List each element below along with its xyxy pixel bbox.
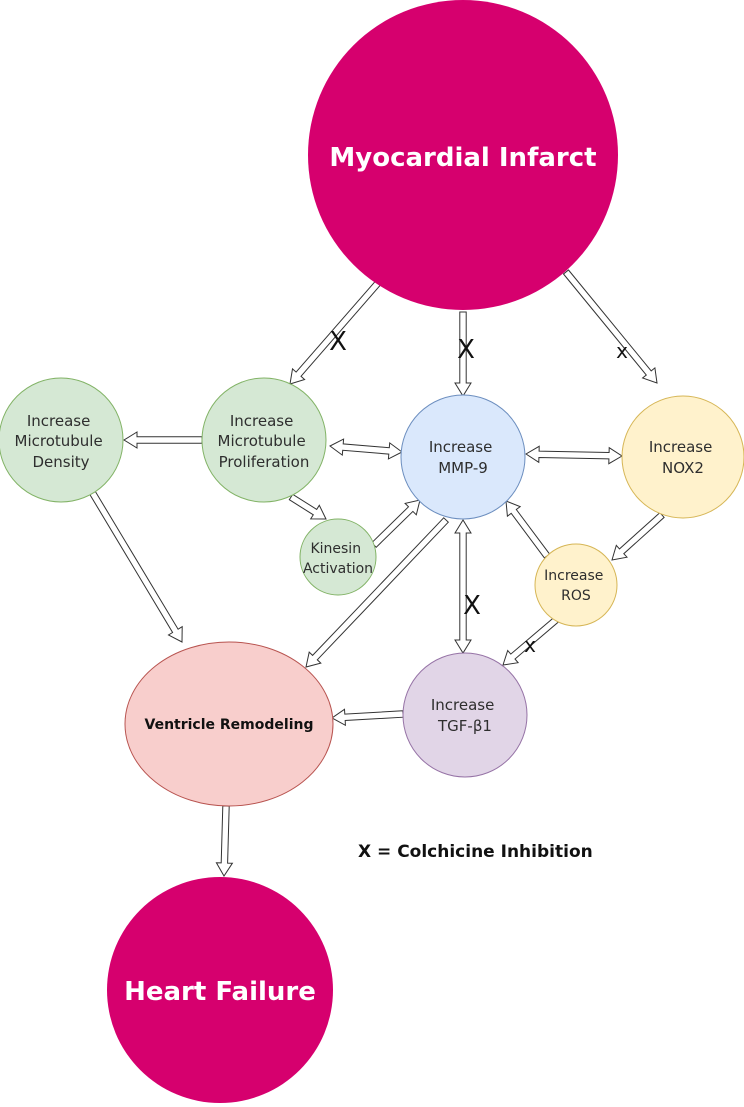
legend-colchicine-inhibition: X = Colchicine Inhibition bbox=[358, 842, 593, 862]
mmp9-line-1: Increase bbox=[429, 438, 492, 456]
tgf-line-2: TGF-β1 bbox=[437, 717, 492, 735]
arrow-density-to-remodeling bbox=[88, 489, 183, 643]
svg-text:Increase TGF-β1: Increase TGF-β1 bbox=[431, 696, 499, 735]
mt-density-line-3: Density bbox=[32, 453, 89, 471]
node-nox2: Increase NOX2 bbox=[621, 395, 744, 519]
arrow-layer bbox=[88, 269, 665, 877]
node-mmp9: Increase MMP-9 bbox=[400, 394, 526, 520]
arrow-tgf-to-remodeling bbox=[331, 708, 404, 727]
mt-prolif-line-2: Microtubule bbox=[218, 432, 306, 450]
svg-text:Increase MMP-9: Increase MMP-9 bbox=[429, 438, 497, 477]
inhibition-mark-ros-tgf: x bbox=[524, 633, 536, 657]
inhibition-mark-mmp9-tgf: X bbox=[463, 591, 481, 621]
node-myocardial-infarct: Myocardial Infarct bbox=[308, 0, 618, 310]
arrow-mmp9-nox2 bbox=[525, 445, 623, 465]
arrow-proliferation-mmp9 bbox=[329, 438, 403, 460]
ros-line-2: ROS bbox=[561, 588, 591, 604]
svg-text:Increase Microtubule: Increase Microtubule Proliferation bbox=[218, 412, 311, 471]
arrow-mi-to-nox2 bbox=[562, 269, 658, 384]
node-kinesin-activation: Kinesin Activation bbox=[299, 518, 377, 596]
arrow-nox2-to-ros bbox=[611, 511, 665, 561]
arrow-mmp9-tgf bbox=[454, 519, 472, 654]
inhibition-mark-mi-nox2: x bbox=[616, 339, 628, 363]
ventricle-remodeling-label: Ventricle Remodeling bbox=[145, 717, 314, 733]
mt-prolif-line-1: Increase bbox=[230, 412, 293, 430]
arrow-mi-to-mmp9 bbox=[454, 311, 472, 397]
mt-density-line-1: Increase bbox=[27, 412, 90, 430]
arrow-mi-to-proliferation bbox=[289, 280, 382, 385]
mmp9-line-2: MMP-9 bbox=[438, 459, 488, 477]
svg-text:Increase Microtubule: Increase Microtubule Density bbox=[15, 412, 108, 471]
kinesin-line-1: Kinesin bbox=[310, 541, 361, 557]
nox2-line-2: NOX2 bbox=[662, 459, 704, 477]
node-tgf-beta1: Increase TGF-β1 bbox=[402, 652, 528, 778]
nox2-line-1: Increase bbox=[649, 438, 712, 456]
arrow-kinesin-to-mmp9 bbox=[371, 499, 421, 549]
arrow-proliferation-to-density bbox=[123, 431, 203, 449]
mt-density-line-2: Microtubule bbox=[15, 432, 103, 450]
arrow-remodeling-to-heart-failure bbox=[215, 805, 234, 877]
arrow-proliferation-to-kinesin bbox=[288, 493, 327, 520]
kinesin-line-2: Activation bbox=[303, 561, 373, 577]
svg-text:Kinesin Activation: Kinesin Activation bbox=[303, 541, 373, 577]
tgf-line-1: Increase bbox=[431, 696, 494, 714]
arrow-ros-to-tgf bbox=[502, 615, 560, 666]
heart-failure-label: Heart Failure bbox=[124, 977, 316, 1007]
node-microtubule-proliferation: Increase Microtubule Proliferation bbox=[201, 377, 327, 503]
node-microtubule-density: Increase Microtubule Density bbox=[0, 377, 124, 503]
ros-line-1: Increase bbox=[544, 568, 603, 584]
myocardial-infarct-label: Myocardial Infarct bbox=[329, 143, 596, 173]
svg-text:Increase NOX2: Increase NOX2 bbox=[649, 438, 717, 477]
node-ventricle-remodeling: Ventricle Remodeling bbox=[124, 641, 334, 807]
inhibition-mark-mi-mmp9: X bbox=[457, 335, 475, 365]
inhibition-mark-mi-proliferation: X bbox=[329, 327, 347, 357]
node-heart-failure: Heart Failure bbox=[107, 877, 333, 1103]
mt-prolif-line-3: Proliferation bbox=[219, 453, 310, 471]
node-ros: Increase ROS bbox=[534, 543, 618, 627]
svg-text:Increase ROS: Increase ROS bbox=[544, 568, 608, 604]
arrow-mmp9-to-remodeling bbox=[305, 517, 450, 668]
arrow-ros-to-mmp9 bbox=[505, 500, 551, 559]
